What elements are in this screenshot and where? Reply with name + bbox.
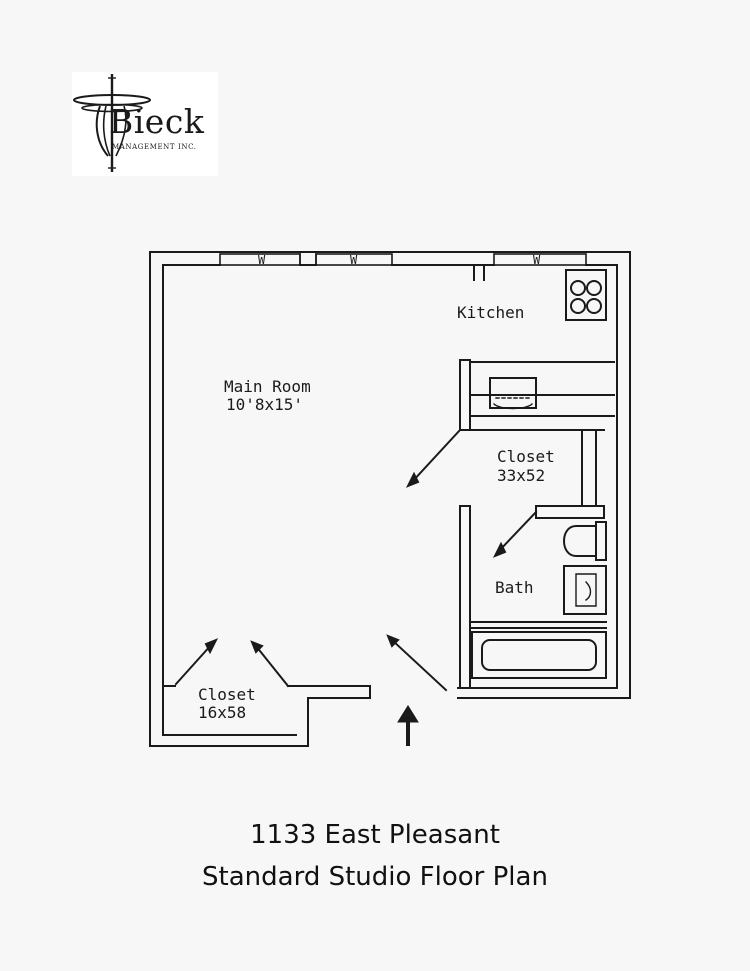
room-size-main-room: 10'8x15' xyxy=(226,395,304,414)
entrance-arrow-icon xyxy=(397,705,419,746)
bath-door xyxy=(492,510,538,558)
bathtub-icon xyxy=(471,631,607,679)
room-label-kitchen: Kitchen xyxy=(457,303,525,322)
kitchen-counter xyxy=(459,359,615,431)
entry-door xyxy=(386,634,448,692)
window-marker: W xyxy=(258,253,266,267)
room-size-closet-entry: 16x58 xyxy=(198,703,247,722)
room-label-main-room: Main Room xyxy=(224,377,311,396)
closet-wall xyxy=(535,505,605,519)
room-label-closet-kitchen: Closet xyxy=(497,447,555,466)
bath-wall xyxy=(459,505,471,689)
window-strips xyxy=(219,253,587,266)
window-marker: W xyxy=(350,253,358,267)
bath-wall xyxy=(469,621,607,629)
closet-door xyxy=(250,640,290,688)
closet-door xyxy=(174,638,219,686)
exterior-wall-outer xyxy=(149,251,631,747)
logo-subtitle: MANAGEMENT INC. xyxy=(112,143,197,151)
room-size-closet-kitchen: 33x52 xyxy=(497,466,546,485)
needle-tower-icon xyxy=(73,74,151,172)
toilet-icon xyxy=(563,521,607,561)
window-marker: W xyxy=(533,253,541,267)
closet-door xyxy=(405,428,462,488)
logo-wordmark: Bieck xyxy=(109,102,205,141)
sink-icon xyxy=(489,377,537,409)
company-logo: Bieck MANAGEMENT INC. xyxy=(72,72,218,176)
closet-wall xyxy=(162,685,371,699)
closet-wall xyxy=(469,429,605,507)
room-label-bath: Bath xyxy=(495,578,534,597)
exterior-wall-inner xyxy=(162,264,618,736)
caption-plan-title: Standard Studio Floor Plan xyxy=(202,862,548,892)
wall-notch xyxy=(473,264,485,281)
stove-icon xyxy=(565,269,607,321)
caption-address: 1133 East Pleasant xyxy=(250,820,500,850)
room-label-closet-entry: Closet xyxy=(198,685,256,704)
bath-sink-icon xyxy=(563,565,607,615)
